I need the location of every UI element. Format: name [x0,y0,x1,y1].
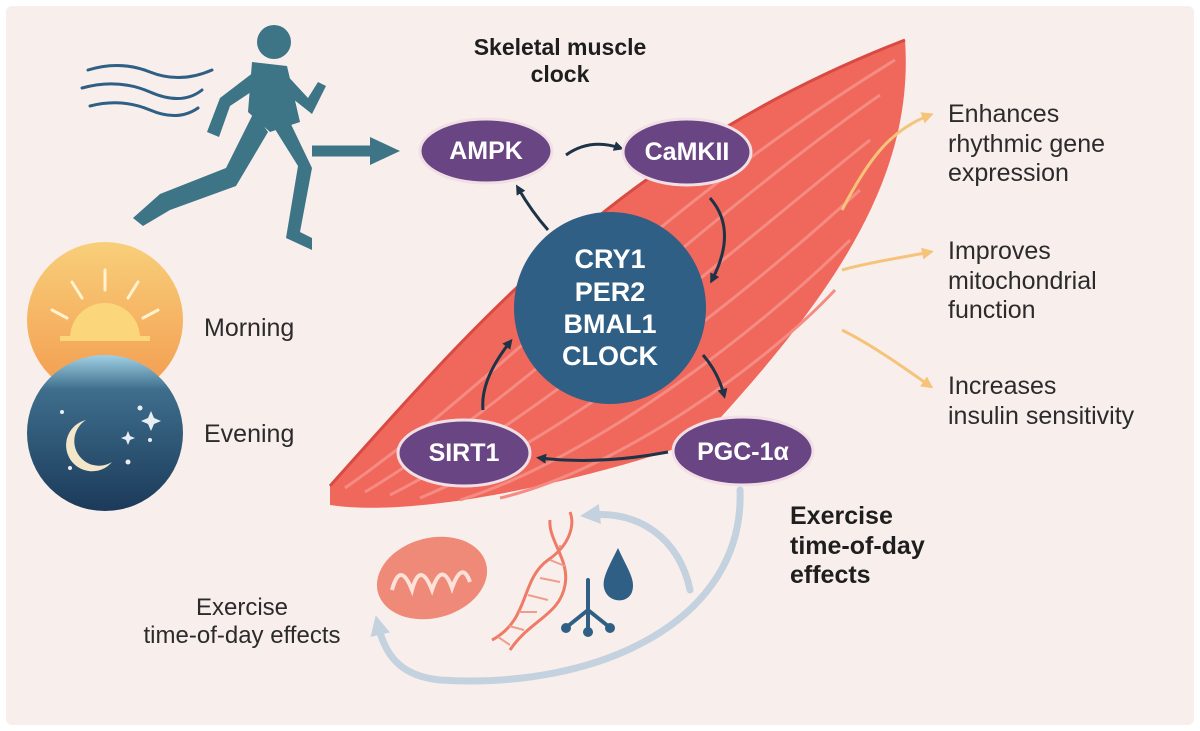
core-gene-label: PER2 [574,276,646,307]
outcome-line: Increases [948,372,1057,400]
exercise-effects-line: Exercise [790,502,893,530]
exercise-effects-line: time-of-day [790,531,925,560]
outcome-insulin-sensitivity: Increases insulin sensitivity [948,372,1134,431]
clock-core-genes: CRY1 PER2 BMAL1 CLOCK [530,228,690,388]
outcome-arrows [840,112,934,389]
morning-label: Morning [204,314,295,342]
node-pgc1a: PGC-1α [697,437,789,466]
moon-icon [27,355,183,511]
diagram-title: Skeletal muscle clock [455,34,665,88]
core-gene-label: BMAL1 [563,309,657,339]
diagram-title-line: Skeletal muscle [473,34,647,60]
node-sirt1: SIRT1 [428,438,500,467]
node-ellipses [396,117,815,488]
node-camkii: CaMKII [644,137,730,166]
motion-lines-icon [80,63,214,117]
diagram-title-line: clock [530,61,590,88]
exercise-effects-line: Exercise [195,594,289,621]
exercise-effects-line: effects [790,561,871,589]
outcome-line: expression [948,159,1069,187]
dna-icon [491,511,574,651]
outcome-line: insulin sensitivity [948,401,1135,430]
exercise-effects-heading: Exercise time-of-day effects [790,502,925,591]
outcome-line: function [948,296,1036,324]
outcome-mitochondrial-function: Improves mitochondrial function [948,237,1097,326]
droplet-branch-icon [561,548,634,637]
core-gene-label: CRY1 [574,244,646,275]
outcome-line: Improves [948,237,1051,265]
core-gene-label: CLOCK [562,341,658,372]
mitochondrion-icon [376,536,488,620]
exercise-effects-caption: Exercise time-of-day effects [122,594,362,651]
outcome-line: rhythmic gene [948,129,1106,158]
outcome-line: mitochondrial [948,266,1097,295]
runner-icon [133,25,326,250]
evening-label: Evening [204,420,295,448]
node-ampk: AMPK [449,136,523,165]
feedback-cycle-arrow [370,486,744,685]
cycle-arrows [481,141,728,464]
sun-icon [27,242,183,398]
exercise-effects-line: time-of-day effects [143,622,341,650]
exercise-arrow [312,137,400,165]
outcome-line: Enhances [948,100,1060,128]
clock-core-circle [514,212,706,404]
outcome-gene-expression: Enhances rhythmic gene expression [948,100,1105,189]
